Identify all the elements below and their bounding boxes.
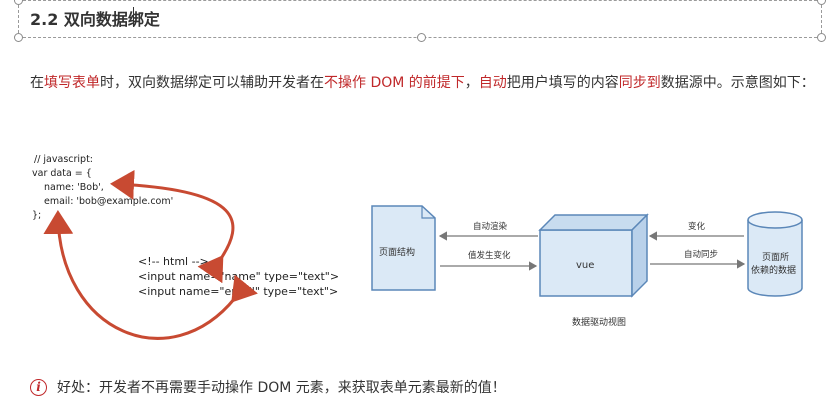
- data-source-cylinder: [747, 211, 803, 297]
- heading-selection-frame[interactable]: [14, 0, 826, 42]
- data-source-label-line2: 依赖的数据: [751, 264, 796, 276]
- data-source-label-line1: 页面所: [762, 252, 789, 263]
- page-fold: [421, 206, 435, 219]
- js-line-close: };: [32, 210, 41, 221]
- code-diagram: // javascript: var data = { name: 'Bob',…: [32, 154, 339, 340]
- page-structure-box: [371, 205, 436, 291]
- info-icon: i: [30, 378, 47, 396]
- html-line-comment: <!-- html -->: [138, 255, 209, 268]
- intro-text-2: 时，双向数据绑定可以辅助开发者在: [100, 75, 324, 91]
- arrow-change-label: 变化: [688, 221, 706, 232]
- js-line-var: var data = {: [32, 168, 92, 179]
- intro-paragraph: 在填写表单时，双向数据绑定可以辅助开发者在不操作 DOM 的前提下，自动把用户填…: [30, 71, 820, 95]
- arrow-auto-sync-label: 自动同步: [684, 249, 718, 260]
- intro-text-3: ，: [464, 75, 479, 91]
- intro-highlight-auto: 自动: [478, 75, 507, 91]
- arrow-value-change-label: 值发生变化: [468, 250, 511, 261]
- benefit-note-text: 好处：开发者不再需要手动操作 DOM 元素，来获取表单元素最新的值！: [57, 380, 506, 396]
- intro-highlight-fill-form: 填写表单: [44, 75, 100, 91]
- intro-highlight-no-dom: 不操作 DOM 的前提下: [324, 75, 465, 91]
- vue-cube: [538, 213, 649, 298]
- resize-handle-bottom-right[interactable]: [817, 33, 826, 42]
- js-line-name: name: 'Bob',: [44, 182, 104, 193]
- benefit-note: i 好处：开发者不再需要手动操作 DOM 元素，来获取表单元素最新的值！: [30, 377, 506, 397]
- resize-handle-bottom-left[interactable]: [14, 33, 23, 42]
- arrow-auto-render-label: 自动渲染: [473, 221, 508, 232]
- html-line-input-email: <input name="email" type="text">: [138, 285, 338, 298]
- js-line-comment: // javascript:: [34, 154, 93, 165]
- resize-handle-top-left[interactable]: [14, 0, 23, 5]
- intro-text-4: 把用户填写的内容: [506, 75, 619, 91]
- page-structure-label: 页面结构: [379, 246, 415, 258]
- binding-figure: // javascript: var data = { name: 'Bob',…: [32, 154, 803, 340]
- section-heading: 2.2 双向数据绑定: [30, 10, 160, 29]
- vue-label: vue: [576, 260, 594, 271]
- text-caret: [133, 7, 134, 27]
- js-line-email: email: 'bob@example.com': [44, 196, 173, 207]
- intro-highlight-sync: 同步到: [618, 75, 661, 91]
- html-line-input-name: <input name="name" type="text">: [138, 270, 339, 283]
- flow-caption: 数据驱动视图: [572, 316, 626, 328]
- arrow-email-binding: [43, 210, 258, 340]
- flow-diagram: 页面结构 vue 页面所 依赖的数据 自动渲染 值发生变化 变化 自动同步 数据…: [371, 205, 803, 328]
- resize-handle-bottom-center[interactable]: [417, 33, 426, 42]
- resize-handle-top-right[interactable]: [817, 0, 826, 5]
- intro-text-1: 在: [30, 75, 44, 91]
- intro-text-5: 数据源中。示意图如下：: [660, 75, 815, 91]
